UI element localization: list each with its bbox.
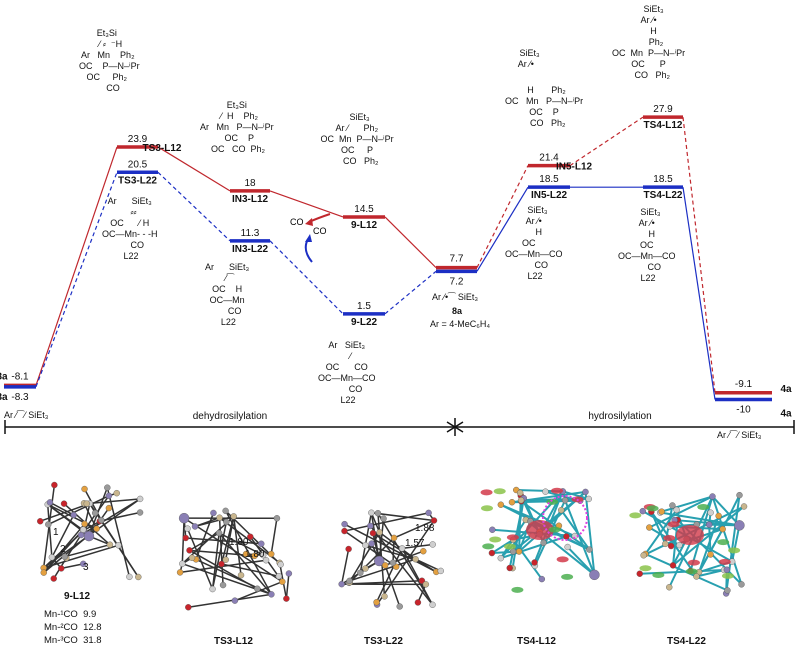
distance-labels: 1 2 3 1.80 1.80 1.88 1.57 [53, 523, 435, 573]
mn-co-label: Mn-²CO [44, 622, 78, 633]
structure-ts4-l22: SiEt₃ Ar ⁄• H OC OC—Mn—CO CO L22 [618, 207, 676, 283]
connector-l22 [682, 187, 716, 400]
mn-co-row: Mn-¹CO 9.9 [44, 608, 102, 621]
connector-l12 [157, 146, 231, 192]
energy-value: 18.5 [539, 174, 559, 185]
molecule-model [338, 509, 444, 610]
structure-in5-l12-radical: SiEt₃ Ar ⁄• [517, 48, 540, 69]
connector-l12 [476, 165, 529, 268]
mn-co-value: 31.8 [83, 635, 102, 646]
connector-l12 [384, 216, 437, 269]
mn-co-distances: Mn-¹CO 9.9 Mn-²CO 12.8 Mn-³CO 31.8 [44, 608, 102, 647]
mn-co-label: Mn-¹CO [44, 609, 78, 620]
connector-l22 [157, 171, 231, 242]
structure-in3-l22: Ar SiEt₃ ⁄⁀ OC H OC—Mn CO L22 [205, 262, 250, 327]
energy-value: 11.3 [241, 228, 260, 239]
molecule-model [480, 486, 600, 593]
level-name: IN5-L22 [531, 190, 568, 201]
level-name: 3a [0, 371, 8, 382]
molecule-model [629, 491, 748, 597]
structure-ts3-l22: Ar SiEt₃ ⸗⸗ OC ⁄ H OC—Mn- - -H CO L22 [102, 196, 158, 261]
energy-value: -8.1 [11, 371, 29, 382]
energy-value: -8.3 [11, 392, 29, 403]
energy-value: 21.4 [539, 153, 559, 164]
structure-in5-l22: SiEt₃ Ar ⁄• H OC OC—Mn—CO CO L22 [505, 205, 563, 281]
mn-co-value: 9.9 [83, 609, 97, 620]
molecule-label-ts4-l12: TS4-L12 [517, 636, 556, 647]
structure-3a: Ar ⁄⁀⁄ SiEt₃ [4, 410, 49, 420]
energy-value: 7.2 [450, 276, 464, 287]
distance-label: 1.80 [229, 537, 249, 548]
energy-value: 20.5 [128, 159, 148, 170]
energy-value: 23.9 [128, 134, 148, 145]
mn-co-row: Mn-²CO 12.8 [44, 621, 102, 634]
section-hydrosilylation: hydrosilylation [588, 411, 651, 422]
label-8a: 8a [452, 306, 463, 316]
structure-4a: Ar ⁄⁀⁄ SiEt₃ [717, 430, 762, 440]
energy-value: 7.7 [450, 254, 464, 265]
level-name: 4a [780, 384, 792, 395]
level-name: IN5-L12 [556, 162, 593, 173]
connector-l22 [269, 240, 344, 315]
molecule-label-ts4-l22: TS4-L22 [667, 636, 706, 647]
level-name: TS4-L12 [644, 120, 683, 131]
energy-value: 27.9 [653, 104, 673, 115]
aryl-definition: Ar = 4-MeC₆H₄ [430, 319, 491, 329]
distance-label: 1.80 [245, 549, 265, 560]
molecule-label-9-l12: 9-L12 [64, 591, 91, 602]
connector-l22 [35, 172, 118, 388]
molecule-label-ts3-l12: TS3-L12 [214, 636, 253, 647]
co-label-l12: CO [290, 217, 304, 227]
molecule-model [176, 507, 293, 611]
structure-in3-l12: Et₃Si ⁄ H Ph₂ Ar Mn P—N–ⁱPr OC P OC CO P… [200, 100, 274, 154]
structure-ts3-l12: Et₃Si ⁄ ⸗ ⁻H Ar Mn Ph₂ OC P—N–ⁱPr OC Ph₂… [79, 28, 140, 93]
mn-co-value: 12.8 [83, 622, 102, 633]
energy-value: -9.1 [735, 379, 753, 390]
connector-l22 [476, 186, 529, 272]
connector-l22 [384, 270, 437, 315]
molecular-models [37, 481, 748, 611]
level-name: IN3-L12 [232, 194, 269, 205]
energy-value: 18.5 [653, 174, 673, 185]
section-axis: dehydrosilylation hydrosilylation [4, 411, 795, 436]
energy-value: -10 [736, 405, 751, 416]
structure-ts4-l12: SiEt₃ Ar ⁄• H Ph₂ OC Mn P—N–ⁱPr OC P CO … [612, 4, 686, 80]
energy-value: 18 [244, 178, 256, 189]
level-name: 9-L22 [351, 317, 378, 328]
atom-label-1: 1 [53, 527, 59, 538]
level-name: 4a [780, 409, 792, 420]
level-name: 3a [0, 392, 8, 403]
energy-value: 1.5 [357, 301, 371, 312]
connector-l12 [569, 116, 644, 167]
section-dehydrosilylation: dehydrosilylation [193, 411, 268, 422]
distance-label: 1.57 [405, 538, 425, 549]
connector-l12 [682, 117, 716, 393]
structure-9-l12: SiEt₃ Ar ⁄ Ph₂ OC Mn P—N–ⁱPr OC P CO Ph₂ [320, 112, 394, 166]
connector-l12 [35, 146, 118, 386]
structure-8a: Ar ⁄•⁀ SiEt₃ [432, 292, 479, 302]
level-name: TS4-L22 [644, 190, 683, 201]
structure-9-l22: Ar SiEt₃ ⁄ OC CO OC—Mn—CO CO L22 [318, 340, 376, 405]
co-label-l22: CO [313, 226, 327, 236]
level-name: 9-L12 [351, 220, 378, 231]
structure-in5-l12: H Ph₂ OC Mn P—N–ⁱPr OC P CO Ph₂ [505, 85, 584, 128]
co-release-arrows: CO CO [290, 213, 331, 263]
molecule-label-ts3-l22: TS3-L22 [364, 636, 403, 647]
distance-label: 1.88 [415, 523, 435, 534]
atom-label-2: 2 [60, 544, 66, 555]
level-name: TS3-L12 [143, 143, 182, 154]
energy-value: 14.5 [354, 204, 374, 215]
level-name: IN3-L22 [232, 244, 269, 255]
molecule-model [37, 481, 144, 582]
level-name: TS3-L22 [118, 175, 157, 186]
mn-co-row: Mn-³CO 31.8 [44, 634, 102, 647]
connector-l12 [269, 190, 344, 218]
atom-label-3: 3 [83, 562, 89, 573]
mn-co-label: Mn-³CO [44, 635, 78, 646]
